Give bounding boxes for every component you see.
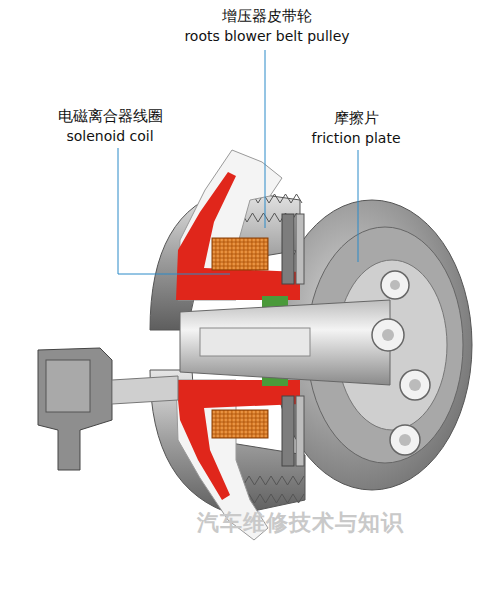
housing-cut-upper bbox=[176, 172, 300, 300]
bolt-socket bbox=[409, 379, 421, 391]
armature-lower bbox=[296, 396, 304, 466]
part-label: solenoid coil bbox=[66, 128, 153, 144]
leader-line bbox=[358, 150, 359, 262]
electrical-connector bbox=[38, 348, 112, 470]
bolt-socket bbox=[390, 280, 400, 290]
part-label: roots blower belt pulley bbox=[184, 28, 349, 44]
part-label: friction plate bbox=[312, 130, 401, 146]
bolt-head bbox=[381, 271, 409, 299]
solenoid-coil bbox=[212, 238, 268, 270]
shaft-collar bbox=[200, 328, 310, 356]
bolt-head bbox=[372, 319, 404, 351]
bolt-head bbox=[390, 425, 420, 455]
connector-neck bbox=[112, 376, 178, 404]
solenoid-coil-lower bbox=[212, 410, 268, 438]
bolt-socket bbox=[382, 329, 394, 341]
housing-cut-lower bbox=[176, 380, 300, 500]
shaft bbox=[180, 300, 390, 385]
part-label: 摩擦片 bbox=[334, 110, 379, 127]
watermark: 汽车维修技术与知识 bbox=[197, 510, 404, 535]
friction-plate bbox=[282, 214, 294, 284]
connector-face bbox=[46, 360, 90, 412]
leader-line bbox=[265, 50, 266, 228]
friction-plate-lower bbox=[282, 396, 294, 466]
armature bbox=[296, 214, 304, 284]
part-label: 增压器皮带轮 bbox=[222, 8, 312, 25]
bolt-socket bbox=[399, 434, 411, 446]
leader-line bbox=[118, 148, 230, 274]
bolt-head bbox=[400, 370, 430, 400]
part-label: 电磁离合器线圈 bbox=[58, 108, 163, 125]
